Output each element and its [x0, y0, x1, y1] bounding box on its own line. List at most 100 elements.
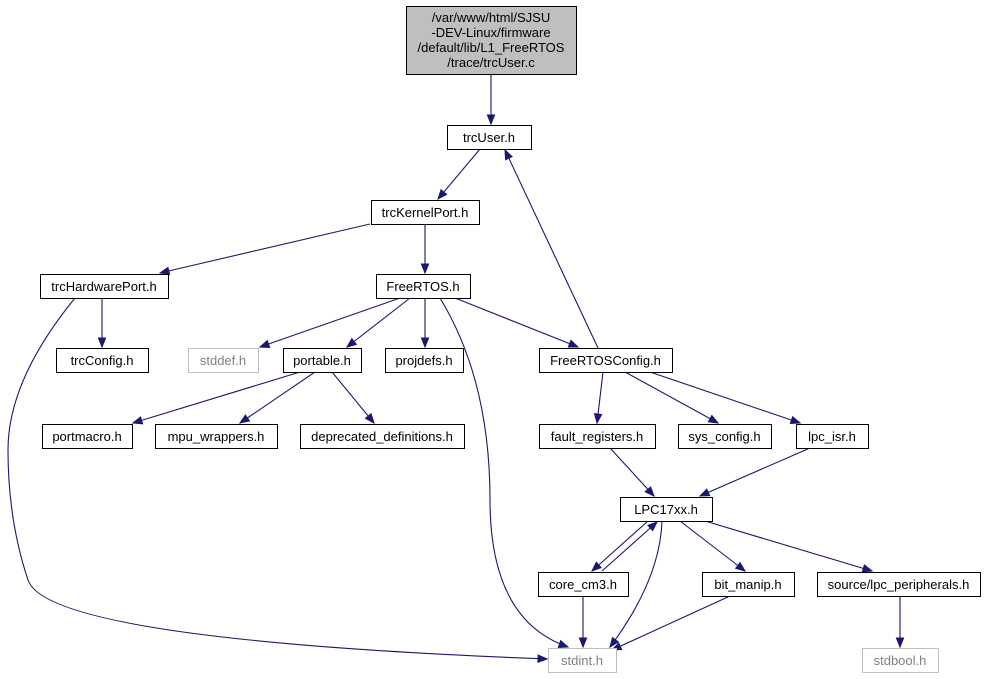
node-fault-registers-h[interactable]: fault_registers.h	[539, 424, 656, 449]
node-label: lpc_isr.h	[808, 429, 856, 444]
node-stddef-h: stddef.h	[188, 348, 259, 373]
node-label-line: /var/www/html/SJSU	[432, 10, 550, 25]
edge-lpc-isr-h-to-LPC17xx-h	[698, 447, 811, 497]
node-stdint-h: stdint.h	[548, 648, 617, 673]
node-label-line: /trace/trcUser.c	[447, 55, 535, 70]
edge-trcKernelPort-h-to-trcHardwarePort-h	[158, 223, 371, 276]
node-label: LPC17xx.h	[634, 502, 698, 517]
edge-line	[7, 297, 548, 660]
node-box[interactable]	[371, 200, 480, 225]
node-box[interactable]	[678, 424, 772, 449]
edge-LPC17xx-h-to-bit-manip-h	[679, 520, 747, 572]
edge-trcKernelPort-h-to-FreeRTOS-h	[420, 224, 430, 275]
edge-line	[601, 521, 658, 572]
edge-trcHardwarePort-h-to-stdint-h	[7, 297, 549, 663]
arrow-head	[238, 414, 251, 424]
node-box[interactable]	[539, 348, 673, 373]
node-box[interactable]	[283, 348, 362, 373]
edge-root-to-trcUser-h	[486, 74, 496, 126]
node-FreeRTOS-h[interactable]: FreeRTOS.h	[376, 274, 471, 299]
arrow-head	[707, 414, 720, 424]
node-trcConfig-h[interactable]: trcConfig.h	[56, 348, 149, 373]
arrow-head	[158, 266, 171, 276]
node-FreeRTOSConfig-h[interactable]: FreeRTOSConfig.h	[539, 348, 673, 373]
node-box[interactable]	[40, 274, 169, 299]
node-label-line: /default/lib/L1_FreeRTOS	[418, 40, 565, 55]
node-label: trcUser.h	[463, 130, 515, 145]
node-box	[406, 6, 577, 75]
edge-line	[649, 371, 801, 424]
edge-trcUser-h-to-trcKernelPort-h	[437, 148, 481, 201]
node-projdefs-h[interactable]: projdefs.h	[385, 348, 464, 373]
edge-core-cm3-h-to-stdint-h	[578, 596, 588, 649]
node-label: sys_config.h	[688, 429, 760, 444]
node-label: stddef.h	[200, 353, 246, 368]
node-mpu-wrappers-h[interactable]: mpu_wrappers.h	[155, 424, 278, 449]
node-box[interactable]	[817, 572, 981, 597]
node-lpc-peripherals-h[interactable]: source/lpc_peripherals.h	[817, 572, 981, 597]
edge-portable-h-to-mpu-wrappers-h	[238, 371, 316, 424]
arrow-head	[537, 654, 549, 663]
node-label: mpu_wrappers.h	[168, 429, 265, 444]
node-box[interactable]	[620, 497, 713, 522]
arrow-head	[486, 114, 496, 126]
node-lpc-isr-h[interactable]: lpc_isr.h	[796, 424, 869, 449]
edge-FreeRTOSConfig-h-to-sys-config-h	[624, 371, 720, 424]
arrow-head	[698, 488, 711, 497]
node-root-trcUser-c: /var/www/html/SJSU-DEV-Linux/firmware/de…	[406, 6, 577, 75]
node-core-cm3-h[interactable]: core_cm3.h	[538, 572, 629, 597]
node-bit-manip-h[interactable]: bit_manip.h	[702, 572, 795, 597]
edge-line	[346, 297, 411, 348]
arrow-head	[895, 637, 905, 649]
node-label: projdefs.h	[395, 353, 452, 368]
node-label: portable.h	[293, 353, 351, 368]
node-box	[862, 648, 939, 673]
arrow-head	[593, 413, 603, 425]
edge-FreeRTOS-h-to-stdint-h	[439, 297, 570, 648]
arrow-head	[789, 415, 802, 425]
node-LPC17xx-h[interactable]: LPC17xx.h	[620, 497, 713, 522]
node-box[interactable]	[385, 348, 464, 373]
arrow-head	[578, 637, 588, 649]
arrow-head	[437, 188, 448, 201]
edge-FreeRTOSConfig-h-to-trcUser-h	[504, 148, 599, 349]
node-box[interactable]	[376, 274, 471, 299]
edge-line	[239, 371, 316, 424]
node-label: FreeRTOS.h	[386, 279, 459, 294]
edge-fault-registers-h-to-LPC17xx-h	[609, 447, 655, 497]
edge-line	[439, 297, 569, 648]
arrow-head	[97, 337, 107, 349]
edge-core-cm3-h-to-LPC17xx-h	[601, 521, 659, 572]
node-box[interactable]	[796, 424, 869, 449]
graph-edges	[7, 74, 905, 663]
node-sys-config-h[interactable]: sys_config.h	[678, 424, 772, 449]
node-box[interactable]	[539, 424, 656, 449]
edge-line	[454, 297, 579, 348]
edge-FreeRTOS-h-to-projdefs-h	[420, 298, 430, 349]
edge-FreeRTOS-h-to-portable-h	[345, 297, 411, 348]
node-label: portmacro.h	[52, 429, 121, 444]
node-label: source/lpc_peripherals.h	[828, 577, 970, 592]
node-box[interactable]	[702, 572, 795, 597]
node-trcHardwarePort-h[interactable]: trcHardwarePort.h	[40, 274, 169, 299]
node-trcKernelPort-h[interactable]: trcKernelPort.h	[371, 200, 480, 225]
node-label: bit_manip.h	[714, 577, 781, 592]
node-box[interactable]	[538, 572, 629, 597]
arrow-head	[364, 412, 375, 425]
edge-line	[259, 297, 401, 348]
node-trcUser-h[interactable]: trcUser.h	[447, 125, 532, 150]
edge-LPC17xx-h-to-core-cm3-h	[590, 520, 649, 572]
node-portmacro-h[interactable]: portmacro.h	[42, 424, 133, 449]
node-box[interactable]	[155, 424, 278, 449]
edge-line	[609, 447, 655, 497]
node-label: fault_registers.h	[551, 429, 644, 444]
node-box[interactable]	[300, 424, 465, 449]
node-label: deprecated_definitions.h	[311, 429, 453, 444]
node-deprecated-definitions-h[interactable]: deprecated_definitions.h	[300, 424, 465, 449]
node-box[interactable]	[447, 125, 532, 150]
node-portable-h[interactable]: portable.h	[283, 348, 362, 373]
node-box[interactable]	[42, 424, 133, 449]
arrow-head	[557, 639, 570, 648]
node-label: trcConfig.h	[71, 353, 134, 368]
node-box[interactable]	[56, 348, 149, 373]
